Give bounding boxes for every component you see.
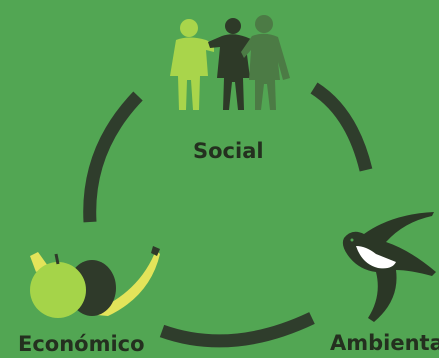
- person-mid: [241, 15, 290, 110]
- arc-right: [310, 82, 373, 172]
- fruit-icon: [30, 246, 160, 318]
- label-social: Social: [193, 139, 264, 163]
- person-light: [170, 19, 214, 110]
- apple: [30, 262, 86, 318]
- banana-right: [86, 250, 160, 316]
- arc-left: [83, 91, 143, 223]
- cycle-arcs: [83, 82, 373, 348]
- bird-belly: [356, 246, 396, 269]
- swallow-bird-icon: [342, 212, 436, 322]
- people-group-icon: [170, 15, 290, 110]
- label-environmental: Ambiental: [330, 331, 439, 355]
- apple-stem: [54, 253, 60, 265]
- banana-tip: [151, 246, 160, 256]
- label-economic: Económico: [18, 332, 145, 356]
- bird-eye: [350, 238, 354, 242]
- arc-bottom: [159, 312, 315, 348]
